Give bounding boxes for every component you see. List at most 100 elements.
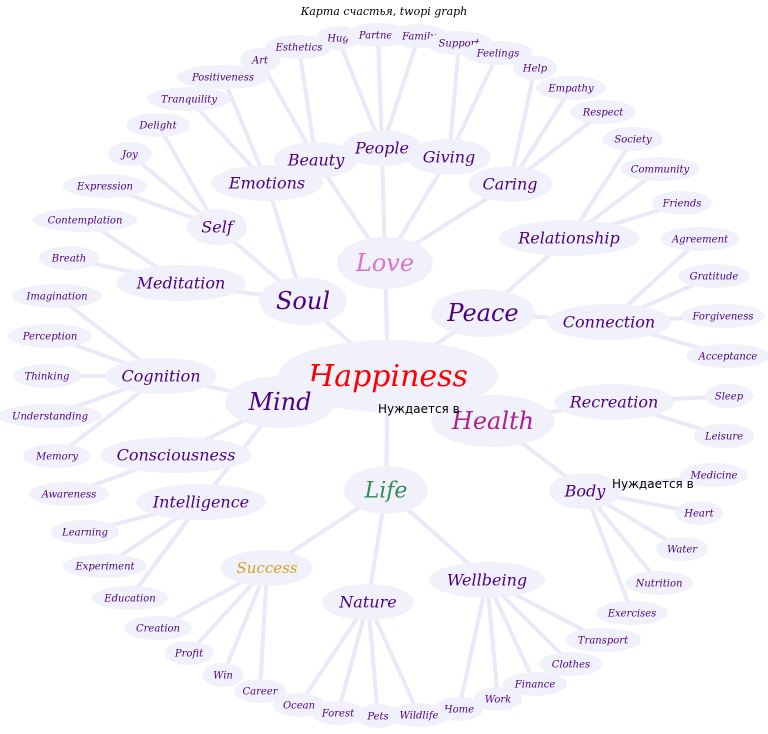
node-breath: Breath — [39, 246, 99, 270]
node-memory: Memory — [23, 444, 91, 468]
node-society: Society — [603, 127, 663, 151]
node-understanding: Understanding — [0, 404, 102, 428]
node-water-label: Water — [667, 544, 698, 555]
node-cognition: Cognition — [105, 358, 217, 394]
node-win-label: Win — [213, 670, 233, 681]
node-relationship-bubble — [499, 220, 639, 256]
node-love: Love — [337, 237, 433, 289]
node-joy-bubble — [108, 142, 152, 166]
node-self-bubble — [187, 209, 247, 245]
node-love-label: Love — [355, 249, 414, 277]
needs-note-body: Нуждается в — [612, 477, 694, 491]
edge-nature-wildlife — [366, 601, 421, 716]
node-learning-bubble — [51, 520, 119, 544]
node-art-label: Art — [251, 55, 269, 66]
edge-wellbeing-work — [485, 579, 500, 700]
node-success: Success — [221, 550, 313, 586]
node-society-bubble — [603, 127, 663, 151]
node-love-bubble — [337, 237, 433, 289]
node-emotions-label: Emotions — [228, 173, 305, 192]
node-feelings-bubble — [463, 41, 533, 65]
node-caring-bubble — [468, 166, 552, 202]
node-imagination-label: Imagination — [25, 291, 87, 302]
node-profit-bubble — [165, 641, 213, 665]
node-society-label: Society — [614, 134, 652, 145]
node-nutrition-label: Nutrition — [635, 578, 683, 589]
node-expression-label: Expression — [76, 181, 133, 192]
node-giving: Giving — [407, 139, 491, 175]
node-acceptance: Acceptance — [686, 344, 768, 368]
node-beauty-label: Beauty — [287, 150, 346, 169]
node-mind-label: Mind — [247, 388, 311, 416]
node-tranquility-label: Tranquility — [161, 94, 217, 105]
node-forgiveness-bubble — [681, 304, 765, 328]
node-expression-bubble — [63, 174, 147, 198]
node-recreation-label: Recreation — [569, 392, 659, 411]
node-peace: Peace — [431, 289, 535, 337]
node-finance-bubble — [503, 672, 567, 696]
node-body-label: Body — [564, 481, 607, 500]
node-contemplation-label: Contemplation — [48, 215, 123, 226]
node-consciousness: Consciousness — [100, 437, 252, 473]
node-creation: Creation — [124, 616, 192, 640]
node-friends: Friends — [652, 191, 712, 215]
node-joy-label: Joy — [120, 149, 138, 160]
node-recreation: Recreation — [554, 384, 674, 420]
node-home-label: Home — [443, 704, 474, 715]
node-heart-bubble — [675, 501, 723, 525]
node-respect: Respect — [570, 100, 636, 124]
node-medicine-bubble — [680, 463, 748, 487]
node-wildlife-bubble — [389, 703, 449, 727]
node-medicine-label: Medicine — [690, 470, 738, 481]
node-understanding-label: Understanding — [12, 411, 88, 422]
node-memory-bubble — [23, 444, 91, 468]
node-forest-label: Forest — [321, 708, 355, 719]
node-education-label: Education — [103, 593, 155, 604]
node-relationship-label: Relationship — [517, 228, 620, 247]
node-caring-label: Caring — [482, 174, 537, 193]
node-positiveness: Positiveness — [177, 65, 269, 89]
node-ocean: Ocean — [273, 693, 325, 717]
node-peace-label: Peace — [446, 299, 518, 327]
node-nutrition: Nutrition — [625, 571, 693, 595]
node-breath-label: Breath — [51, 253, 86, 264]
node-peace-bubble — [431, 289, 535, 337]
node-learning-label: Learning — [61, 527, 108, 538]
node-positiveness-bubble — [177, 65, 269, 89]
node-learning: Learning — [51, 520, 119, 544]
node-support-label: Support — [439, 38, 481, 49]
node-clothes: Clothes — [539, 652, 603, 676]
node-intelligence-bubble — [136, 484, 266, 520]
node-sleep-bubble — [705, 384, 753, 408]
node-health-label: Health — [451, 407, 534, 435]
node-clothes-bubble — [539, 652, 603, 676]
node-win-bubble — [203, 663, 243, 687]
node-partner-label: Partner — [358, 30, 398, 41]
node-feelings-label: Feelings — [476, 48, 520, 59]
node-career-bubble — [234, 679, 286, 703]
node-pets: Pets — [356, 704, 400, 728]
node-forest: Forest — [312, 701, 364, 725]
node-pets-label: Pets — [366, 711, 388, 722]
node-cognition-label: Cognition — [121, 366, 200, 385]
edge-success-career — [258, 567, 269, 692]
node-connection: Connection — [547, 304, 671, 340]
node-body: Body — [549, 473, 621, 509]
node-contemplation: Contemplation — [33, 208, 137, 232]
node-expression: Expression — [63, 174, 147, 198]
node-positiveness-label: Positiveness — [191, 72, 254, 83]
node-gratitude-bubble — [678, 264, 750, 288]
node-people: People — [342, 130, 422, 166]
node-water: Water — [656, 537, 708, 561]
node-clothes-label: Clothes — [552, 659, 590, 670]
edge-beauty-esthetics — [297, 46, 318, 161]
node-perception-bubble — [8, 324, 92, 348]
node-family-label: Family — [401, 31, 436, 42]
node-transport-bubble — [565, 628, 641, 652]
node-happiness-bubble — [278, 340, 498, 412]
node-respect-label: Respect — [582, 107, 624, 118]
node-exercises-label: Exercises — [607, 608, 657, 619]
node-friends-label: Friends — [662, 198, 702, 209]
node-life-bubble — [344, 466, 428, 514]
node-medicine: Medicine — [680, 463, 748, 487]
